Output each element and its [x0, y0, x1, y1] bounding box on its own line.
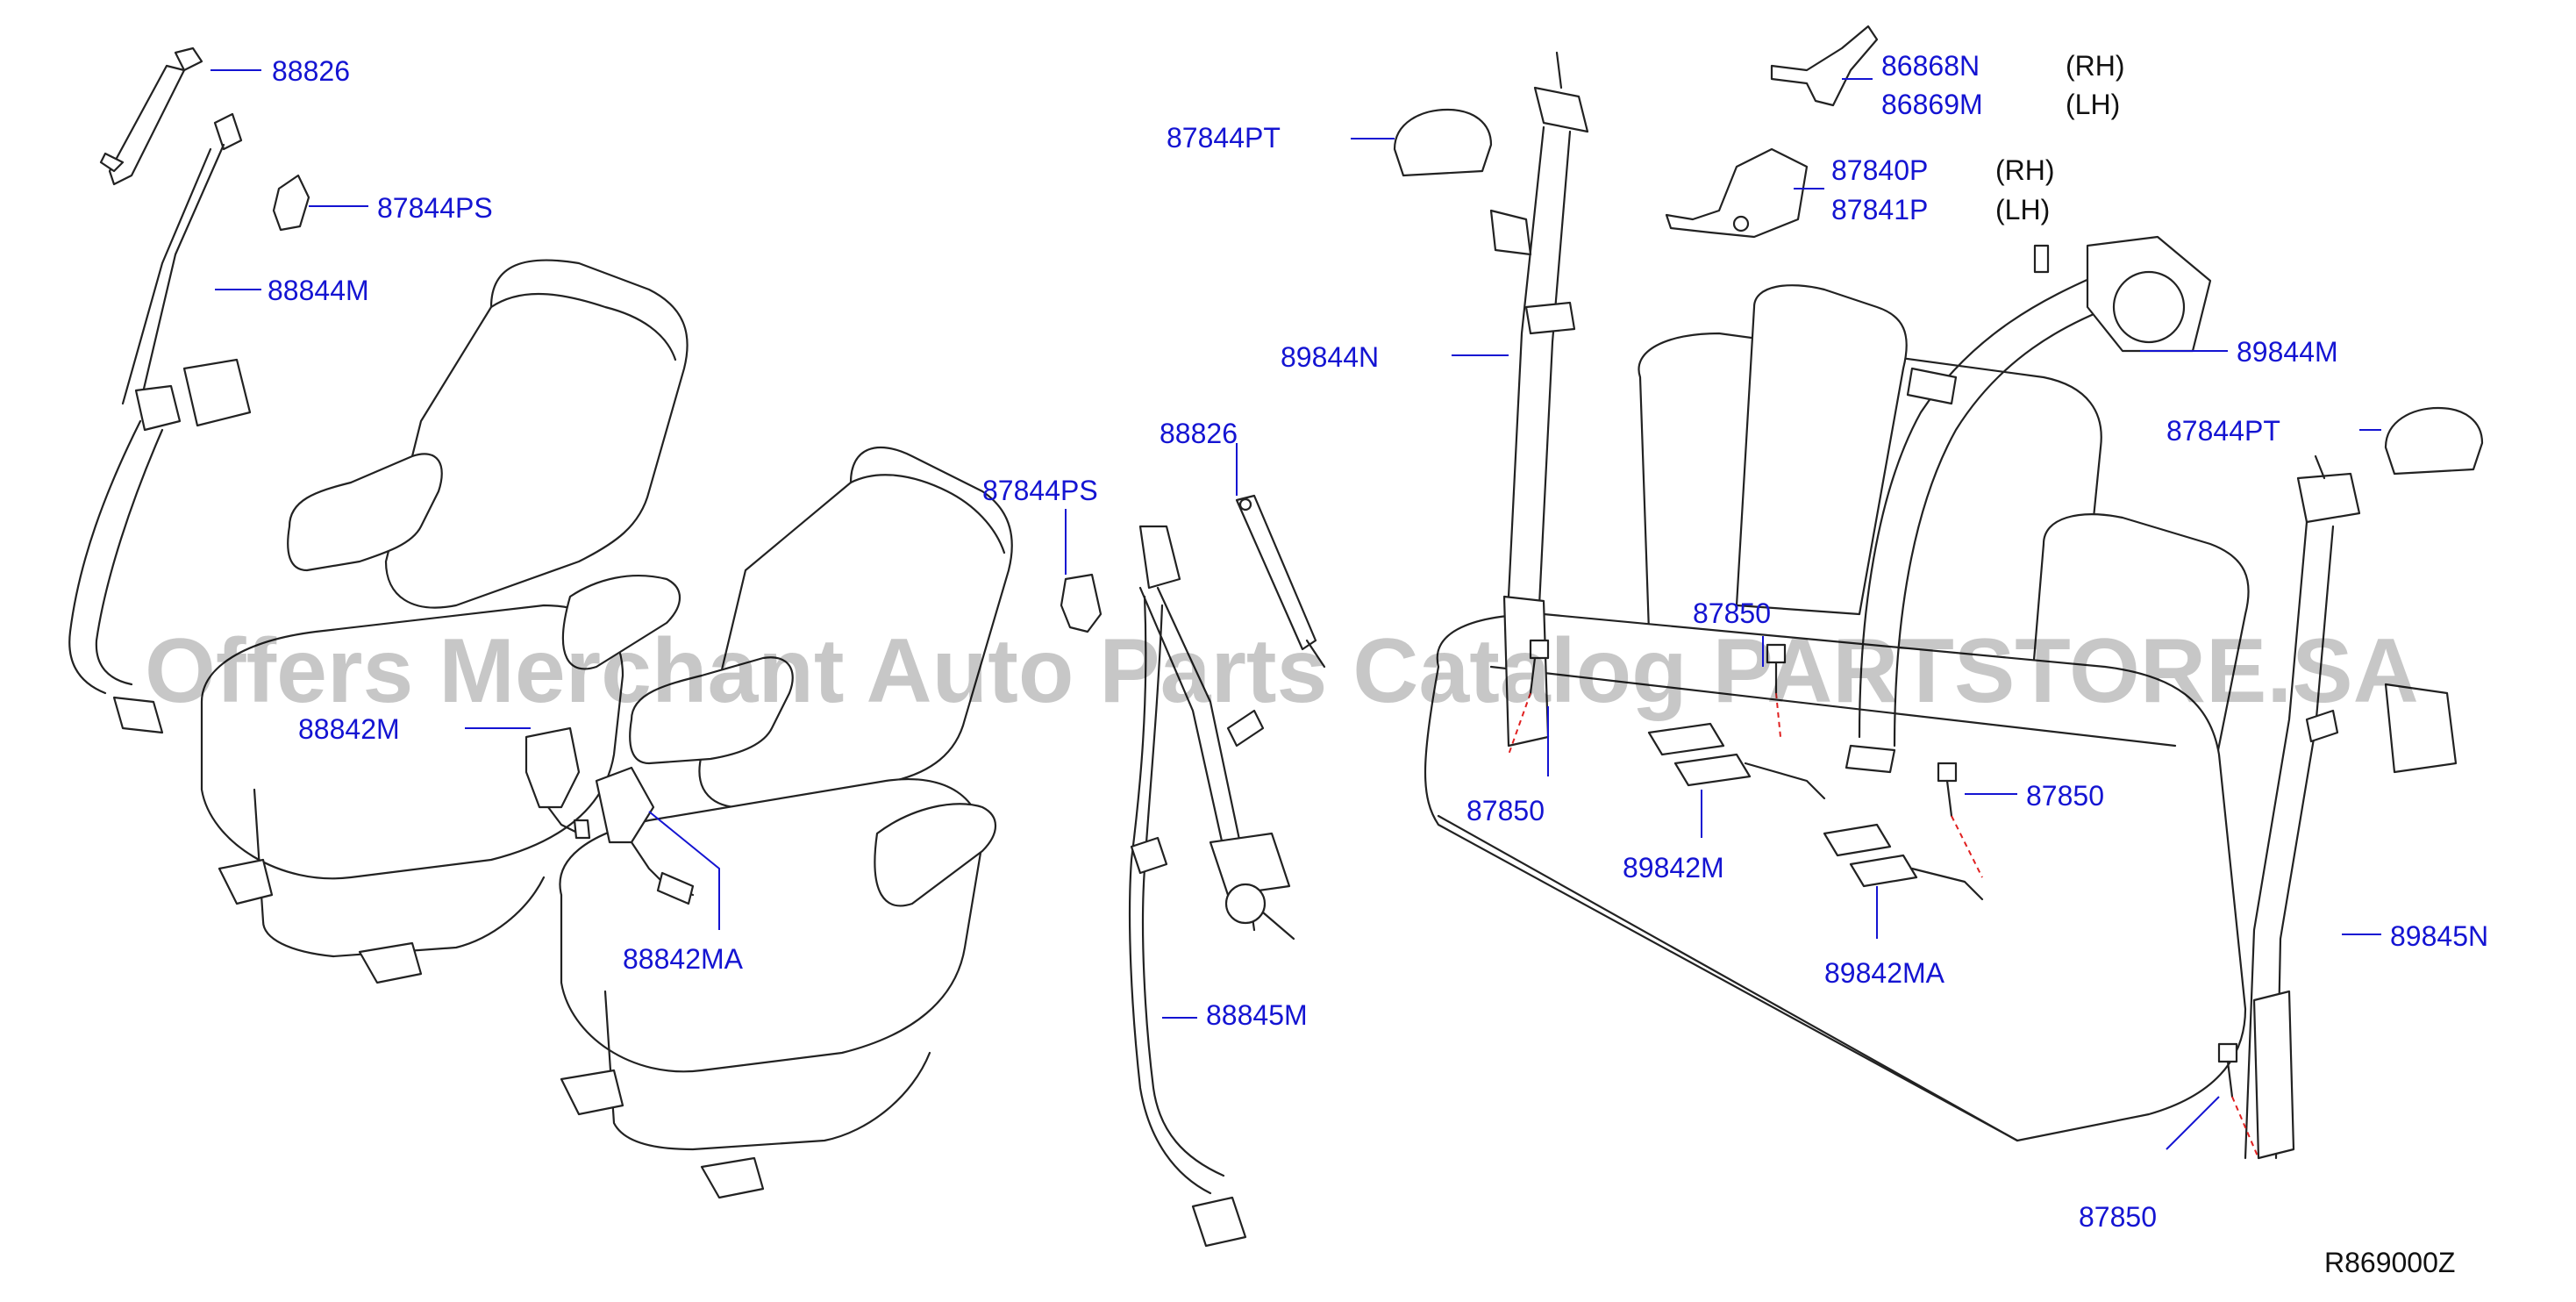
rear-belt-89844n-illustration: [1489, 51, 1589, 748]
label-89842m[interactable]: 89842M: [1623, 852, 1724, 884]
label-89844n[interactable]: 89844N: [1281, 341, 1379, 373]
label-88826-left[interactable]: 88826: [272, 55, 350, 87]
note-rh-86868n: (RH): [2066, 50, 2125, 82]
label-87844ps-left[interactable]: 87844PS: [377, 192, 493, 224]
cover-87844ps-left-illustration: [272, 174, 310, 232]
figure-code: R869000Z: [2324, 1247, 2455, 1278]
cover-87844pt-left-illustration: [1393, 108, 1493, 177]
bracket-87840p-illustration: [1665, 147, 1809, 239]
rear-bench-illustration: [1424, 284, 2250, 1142]
cover-87844pt-right-illustration: [2384, 406, 2484, 476]
rear-center-belt-89844m-illustration: [1845, 235, 2212, 774]
rear-buckle-89842m-illustration: [1647, 722, 1826, 800]
front-seat-left-illustration: [200, 259, 689, 984]
label-87850-b[interactable]: 87850: [1693, 597, 1771, 629]
label-86869m[interactable]: 86869M: [1881, 89, 1983, 120]
middle-belt-88845m-illustration: [1128, 525, 1295, 1248]
label-88844m[interactable]: 88844M: [268, 275, 369, 306]
anchor-88826-middle-illustration: [1226, 494, 1326, 748]
note-rh-87840p: (RH): [1995, 154, 2055, 186]
label-87844pt-left[interactable]: 87844PT: [1167, 122, 1281, 154]
label-87840p[interactable]: 87840P: [1831, 154, 1928, 186]
front-seat-right-illustration: [559, 446, 1013, 1199]
rear-buckle-89842ma-illustration: [1823, 823, 1984, 901]
assembly-dash-lines: [1508, 692, 2259, 1159]
watermark-text: Offers Merchant Auto Parts Catalog PARTS…: [145, 620, 2419, 722]
label-87850-c[interactable]: 87850: [2026, 780, 2104, 812]
bolt-87850-illustration: [1529, 639, 2238, 1098]
front-belt-88844m-illustration: [68, 46, 252, 734]
leader-lines: [211, 69, 2381, 1150]
label-87850-d[interactable]: 87850: [2079, 1201, 2157, 1233]
buckle-88842m-illustration: [524, 726, 591, 840]
bracket-86868n-illustration: [1770, 25, 1879, 107]
label-89845n[interactable]: 89845N: [2390, 920, 2488, 952]
label-89842ma[interactable]: 89842MA: [1824, 957, 1945, 989]
note-lh-87841p: (LH): [1995, 194, 2050, 225]
label-87841p[interactable]: 87841P: [1831, 194, 1928, 225]
label-88845m[interactable]: 88845M: [1206, 999, 1308, 1031]
label-88826-middle[interactable]: 88826: [1160, 418, 1238, 449]
buckle-88842ma-illustration: [595, 766, 695, 905]
label-87850-a[interactable]: 87850: [1466, 795, 1545, 826]
label-87844ps-middle[interactable]: 87844PS: [982, 475, 1098, 506]
label-86868n[interactable]: 86868N: [1881, 50, 1980, 82]
cover-87844ps-middle-illustration: [1060, 573, 1102, 633]
label-89844m[interactable]: 89844M: [2237, 336, 2338, 368]
rear-belt-89845n-illustration: [2244, 454, 2458, 1160]
note-lh-86869m: (LH): [2066, 89, 2120, 120]
label-88842m[interactable]: 88842M: [298, 713, 400, 745]
label-88842ma[interactable]: 88842MA: [623, 943, 744, 975]
label-87844pt-right[interactable]: 87844PT: [2166, 415, 2280, 447]
